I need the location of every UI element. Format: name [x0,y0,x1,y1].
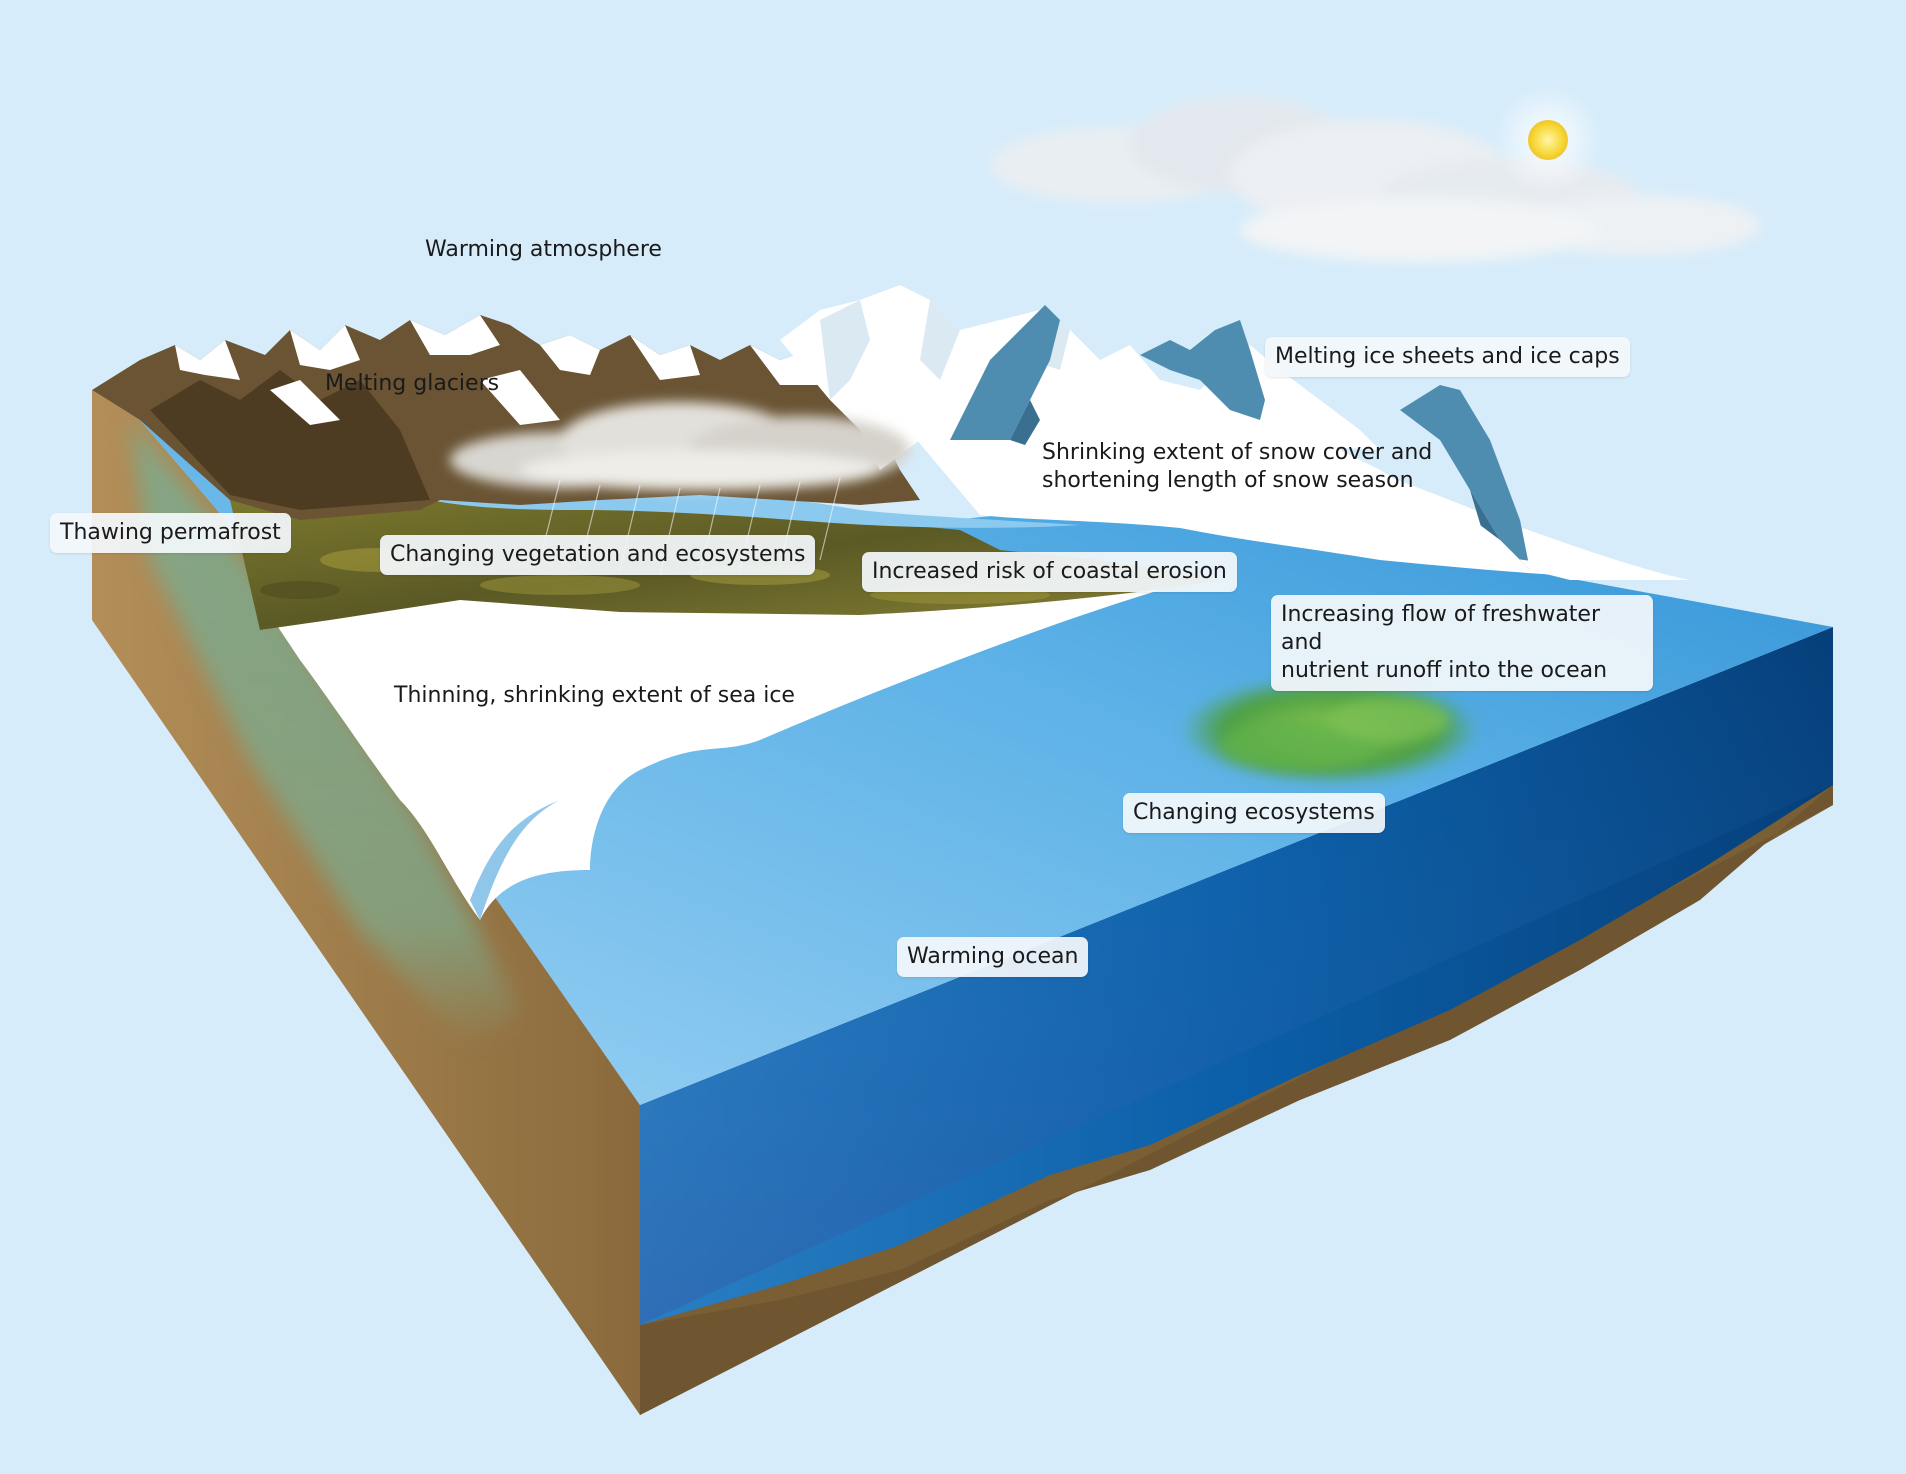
brown-mountain-snowcaps [175,315,820,425]
sun-icon [1528,120,1568,160]
label-melting-glaciers: Melting glaciers [325,371,500,396]
label-changing-ecosystems: Changing ecosystems [1123,793,1385,833]
label-melting-ice-sheets: Melting ice sheets and ice caps [1265,337,1630,377]
label-sea-ice: Thinning, shrinking extent of sea ice [394,683,795,708]
sea-ice-shadow [470,800,560,920]
sea-ice [260,590,1160,920]
label-freshwater-line1: Increasing flow of freshwater and [1281,602,1601,655]
label-snow-cover-line2: shortening length of snow season [1042,468,1414,493]
label-changing-vegetation: Changing vegetation and ecosystems [380,535,816,575]
blue-rock-mountains [950,305,1530,570]
ocean-front-shade [640,627,1833,1325]
permafrost-layer [130,420,520,1050]
rain-cloud [450,402,910,576]
label-snow-cover: Shrinking extent of snow cover and short… [1042,439,1462,495]
label-freshwater-runoff: Increasing flow of freshwater and nutrie… [1271,595,1653,691]
algal-bloom [1180,675,1480,785]
label-thawing-permafrost: Thawing permafrost [50,513,291,553]
sky-cloud [990,97,1760,262]
label-snow-cover-line1: Shrinking extent of snow cover and [1042,440,1433,465]
label-coastal-erosion: Increased risk of coastal erosion [862,552,1237,592]
label-freshwater-line2: nutrient runoff into the ocean [1281,658,1608,683]
label-warming-ocean: Warming ocean [897,937,1089,977]
label-warming-atmosphere: Warming atmosphere [425,237,662,262]
brown-mountains-dark [150,370,430,510]
right-snow-slope [1230,420,1690,580]
white-mountains-shade [820,300,1070,400]
seabed-front [640,785,1833,1415]
